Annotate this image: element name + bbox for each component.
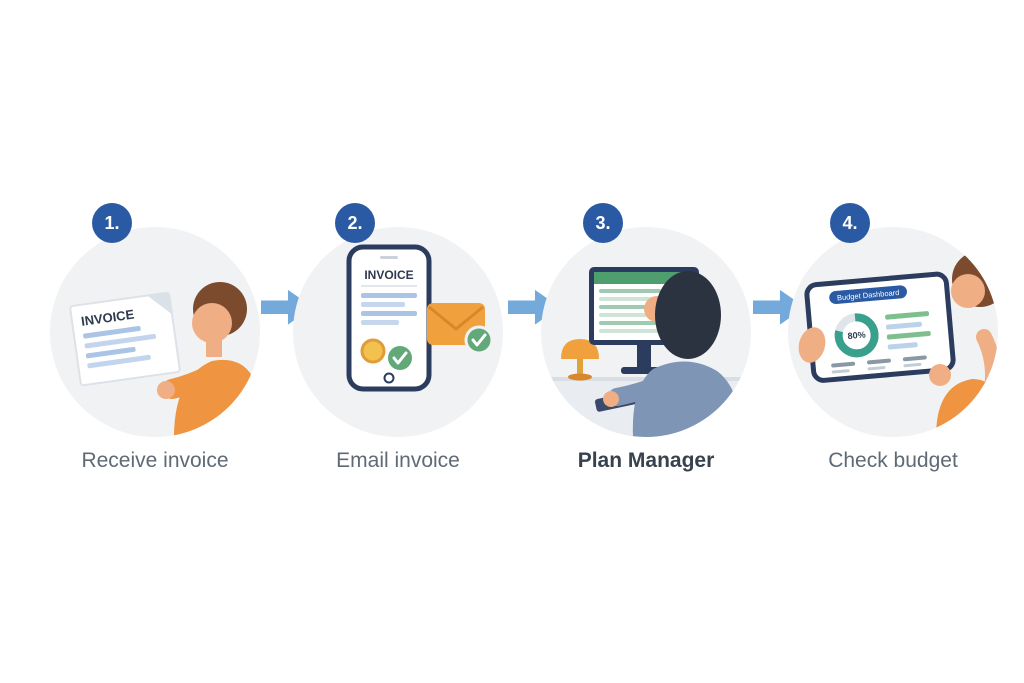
step-2-label: Email invoice (336, 449, 460, 472)
person-reading-icon (157, 282, 260, 437)
step-2-number-badge: 2. (335, 203, 375, 243)
tablet-icon: Budget Dashboard 80% (804, 271, 956, 383)
step-4-number-badge: 4. (830, 203, 870, 243)
step-2-number: 2. (347, 212, 363, 233)
step-4-label: Check budget (828, 449, 958, 472)
mini-stats-row (831, 355, 927, 374)
step-plan-manager: 3. (541, 203, 751, 473)
check-circle-icon (464, 325, 494, 355)
coin-icon (360, 338, 386, 364)
invoice-title-text: INVOICE (80, 307, 135, 329)
left-hand-shape (798, 327, 826, 363)
step-3-illustration (541, 227, 751, 437)
receive-invoice-illustration: INVOICE (69, 282, 260, 437)
step-receive-invoice: 1. INVOICE (50, 203, 260, 473)
step-3-number-badge: 3. (583, 203, 623, 243)
step-4-number: 4. (842, 212, 858, 233)
home-button-icon (383, 372, 395, 384)
check-budget-illustration: Budget Dashboard 80% (798, 251, 998, 437)
desk-lamp-icon (561, 339, 599, 381)
plan-manager-illustration (541, 267, 751, 437)
step-1-number: 1. (104, 212, 120, 233)
step-email-invoice: 2. INVOICE (293, 203, 503, 473)
invoice-document-icon: INVOICE (69, 291, 181, 387)
dashboard-percent-text: 80% (847, 330, 866, 342)
step-3-label: Plan Manager (577, 449, 715, 472)
email-invoice-illustration: INVOICE (346, 244, 494, 392)
step-1-illustration: INVOICE (50, 227, 260, 437)
step-3-number: 3. (595, 212, 611, 233)
step-1-label: Receive invoice (81, 449, 229, 472)
check-circle-icon (388, 346, 412, 370)
smartphone-icon: INVOICE (346, 244, 432, 392)
right-hand-shape (929, 364, 951, 386)
donut-chart-icon: 80% (834, 313, 879, 358)
phone-invoice-title-text: INVOICE (364, 268, 413, 282)
step-4-illustration: Budget Dashboard 80% (788, 227, 998, 437)
step-1-number-badge: 1. (92, 203, 132, 243)
email-envelope-icon (427, 303, 494, 355)
step-check-budget: 4. Budget Dashboard (788, 203, 998, 473)
step-2-illustration: INVOICE (293, 227, 503, 437)
